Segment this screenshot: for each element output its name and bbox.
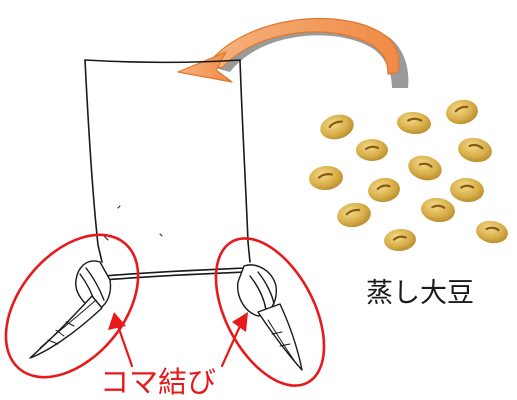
soybean-icon	[309, 165, 343, 191]
soybean-icon	[356, 139, 388, 161]
callout-pointer-arrows	[108, 312, 248, 368]
soybean-icon	[337, 202, 371, 228]
soybean-icon	[450, 177, 484, 203]
soybean-icon	[446, 99, 478, 125]
soybean-icon	[397, 111, 431, 135]
knot-label: コマ結び	[100, 365, 216, 399]
arrow-head	[177, 51, 233, 83]
callout-ellipse-left	[4, 233, 140, 379]
soybean-icon	[458, 137, 492, 163]
tied-corner-knot-right	[237, 264, 303, 371]
pointer-head-right	[232, 312, 248, 332]
soybean-icon	[368, 177, 400, 203]
soybean-group	[309, 99, 508, 252]
pointer-line-right	[220, 324, 242, 368]
arrow-body	[206, 18, 400, 75]
soybean-icon	[421, 197, 455, 223]
curved-arrow-icon	[177, 18, 409, 88]
pointer-line-left	[116, 324, 134, 368]
soybean-icon	[476, 220, 508, 244]
tied-corner-knot-left	[29, 260, 112, 359]
pointer-head-left	[108, 312, 126, 330]
soybean-icon	[384, 228, 416, 252]
soybean-icon	[408, 155, 442, 181]
steamed-soybeans-label: 蒸し大豆	[366, 278, 474, 309]
callout-ellipse-right	[214, 237, 326, 387]
soybean-icon	[320, 114, 354, 140]
